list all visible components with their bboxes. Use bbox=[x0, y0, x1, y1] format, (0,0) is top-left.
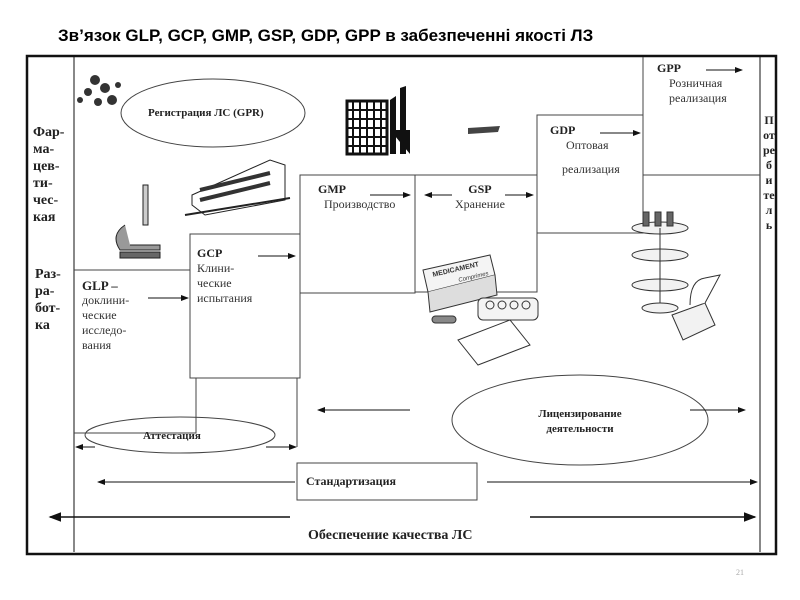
stage-line: ческие bbox=[197, 276, 232, 290]
standardization-label: Стандартизация bbox=[306, 474, 396, 488]
microscope-icon bbox=[115, 184, 161, 259]
stage-line: Хранение bbox=[455, 197, 505, 211]
label-line: Фар- bbox=[33, 125, 65, 140]
licensing-label: Лицензирование деятельности bbox=[500, 407, 660, 437]
arrows bbox=[48, 67, 758, 522]
label-line: бот- bbox=[35, 301, 61, 316]
stage-code: GMP bbox=[318, 182, 346, 196]
glp-stage: GLP – доклини- ческие исследо- вания bbox=[82, 278, 129, 353]
registration-label: Регистрация ЛС (GPR) bbox=[148, 107, 264, 119]
building-icon bbox=[184, 159, 291, 216]
stage-line: испытания bbox=[197, 291, 253, 305]
gsp-stage: GSP Хранение bbox=[455, 182, 505, 212]
standardization-box bbox=[296, 462, 478, 501]
quality-assurance-label: Обеспечение качества ЛС bbox=[308, 528, 473, 543]
gcp-stage: GCP Клини- ческие испытания bbox=[197, 246, 252, 306]
stage-code: GSP bbox=[468, 182, 492, 196]
registration-ellipse bbox=[120, 78, 306, 148]
gsp-pictogram-icon bbox=[468, 126, 500, 134]
pharmacy-stand-icon bbox=[631, 211, 721, 341]
label-line: Раз- bbox=[35, 267, 61, 282]
label-development: Раз- ра- бот- ка bbox=[35, 266, 61, 334]
attestation-ellipse bbox=[84, 416, 276, 454]
gdp-stage: GDP Оптовая реализация bbox=[550, 123, 620, 177]
stage-line: исследо- bbox=[82, 323, 127, 337]
label-line: ра- bbox=[35, 284, 55, 299]
stage-line: Клини- bbox=[197, 261, 235, 275]
label-line: цев- bbox=[33, 159, 60, 174]
stage-line: Оптовая bbox=[566, 138, 609, 152]
stage-code: GCP bbox=[197, 246, 223, 260]
label-line: кая bbox=[33, 210, 56, 225]
stage-line: доклини- bbox=[82, 293, 130, 307]
page-number: 21 bbox=[736, 568, 744, 577]
stage-line: ческие bbox=[82, 308, 117, 322]
slide-title: Зв’язок GLP, GCP, GMP, GSP, GDP, GPP в з… bbox=[58, 26, 594, 45]
gcp-box bbox=[189, 233, 301, 379]
attestation-label: Аттестация bbox=[143, 430, 201, 442]
stage-line: Розничная bbox=[669, 76, 723, 90]
molecule-icon bbox=[77, 75, 121, 106]
label-line: ма- bbox=[33, 142, 55, 157]
stage-line: вания bbox=[82, 338, 112, 352]
stage-line: реализация bbox=[669, 91, 727, 105]
stage-code: GDP bbox=[550, 123, 576, 137]
licensing-line: Лицензирование bbox=[538, 408, 622, 420]
gmp-stage: GMP Производство bbox=[318, 182, 395, 212]
stage-code: GPP bbox=[657, 61, 681, 75]
stage-code: GLP – bbox=[82, 278, 118, 293]
gmp-box bbox=[299, 174, 416, 294]
stage-line: Производство bbox=[324, 197, 396, 211]
label-pharmaceutical: Фар- ма- цев- ти- чес- кая bbox=[33, 124, 64, 226]
licensing-ellipse bbox=[451, 374, 709, 466]
gpp-stage: GPP Розничная реализация bbox=[657, 61, 727, 106]
label-line: ти- bbox=[33, 176, 53, 191]
licensing-line: деятельности bbox=[546, 423, 614, 435]
consumer-label: Потребитель bbox=[763, 113, 775, 232]
factory-icon bbox=[345, 86, 410, 156]
stage-line: реализация bbox=[562, 162, 620, 176]
medicament-icon bbox=[422, 254, 539, 366]
label-line: ка bbox=[35, 318, 50, 333]
frame bbox=[25, 54, 778, 556]
label-line: чес- bbox=[33, 193, 59, 208]
